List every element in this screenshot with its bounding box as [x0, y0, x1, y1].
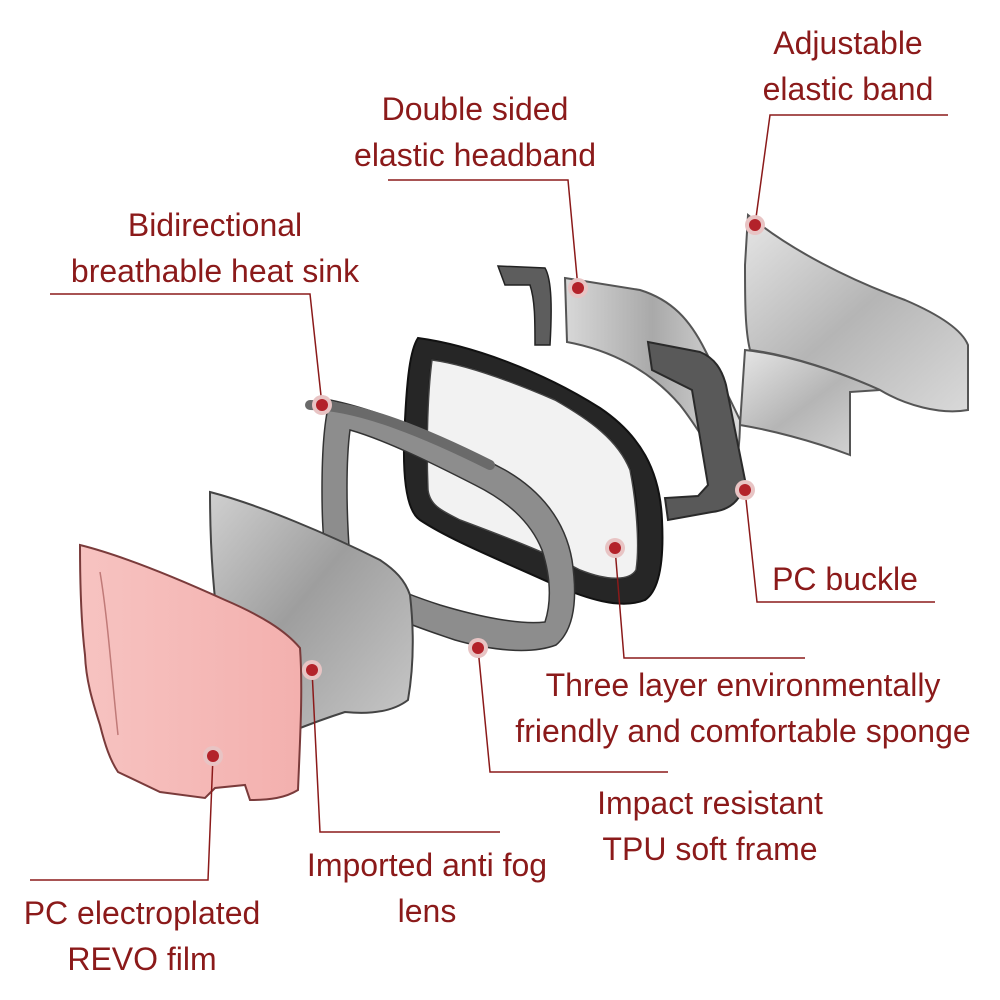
label-line: Three layer environmentally — [545, 667, 941, 703]
leader-lines — [30, 114, 948, 881]
label-line: TPU soft frame — [602, 831, 818, 867]
label-line: PC buckle — [772, 561, 918, 597]
marker-revo-film — [203, 746, 223, 766]
label-heat-sink: Bidirectional breathable heat sink — [40, 202, 390, 294]
leader-double-headband — [388, 179, 579, 289]
label-tpu-frame: Impact resistant TPU soft frame — [575, 780, 845, 872]
sponge-inner-face — [426, 359, 639, 579]
label-line: breathable heat sink — [70, 253, 360, 289]
label-line: friendly and comfortable sponge — [515, 713, 971, 749]
label-line: lens — [397, 893, 457, 929]
label-line: elastic band — [762, 71, 934, 107]
label-line: Impact resistant — [597, 785, 823, 821]
leader-adjustable-band — [754, 114, 948, 226]
marker-heat-sink — [312, 395, 332, 415]
label-line: Double sided — [381, 91, 569, 127]
leader-tpu-frame — [477, 647, 668, 773]
label-line: Bidirectional — [127, 207, 303, 243]
label-revo-film: PC electroplated REVO film — [2, 890, 282, 982]
marker-tpu-frame — [468, 638, 488, 658]
revo-film-fold — [99, 571, 119, 736]
leader-sponge — [614, 547, 805, 659]
adjustable-elastic-band-lower — [738, 348, 881, 457]
label-line: elastic headband — [354, 137, 596, 173]
label-double-sided-headband: Double sided elastic headband — [330, 86, 620, 178]
leader-heat-sink — [50, 293, 323, 406]
revo-film-part — [78, 543, 303, 802]
label-line: REVO film — [67, 941, 217, 977]
label-anti-fog-lens: Imported anti fog lens — [282, 842, 572, 934]
headband-clip-part — [496, 265, 552, 346]
label-adjustable-elastic-band: Adjustable elastic band — [748, 20, 948, 112]
label-line: PC electroplated — [23, 895, 261, 931]
marker-sponge — [605, 538, 625, 558]
marker-double-headband — [568, 278, 588, 298]
leader-pc-buckle — [744, 489, 935, 603]
leader-anti-fog-lens — [311, 669, 500, 833]
label-pc-buckle: PC buckle — [755, 556, 935, 602]
marker-adjustable-band — [745, 215, 765, 235]
pc-buckle-part — [646, 340, 747, 522]
label-line: Adjustable — [773, 25, 923, 61]
label-sponge: Three layer environmentally friendly and… — [498, 662, 988, 754]
marker-pc-buckle — [735, 480, 755, 500]
callout-markers — [203, 215, 765, 766]
label-line: Imported anti fog — [306, 847, 548, 883]
adjustable-elastic-band-part — [743, 212, 969, 413]
leader-revo-film — [30, 755, 214, 881]
marker-anti-fog-lens — [302, 660, 322, 680]
